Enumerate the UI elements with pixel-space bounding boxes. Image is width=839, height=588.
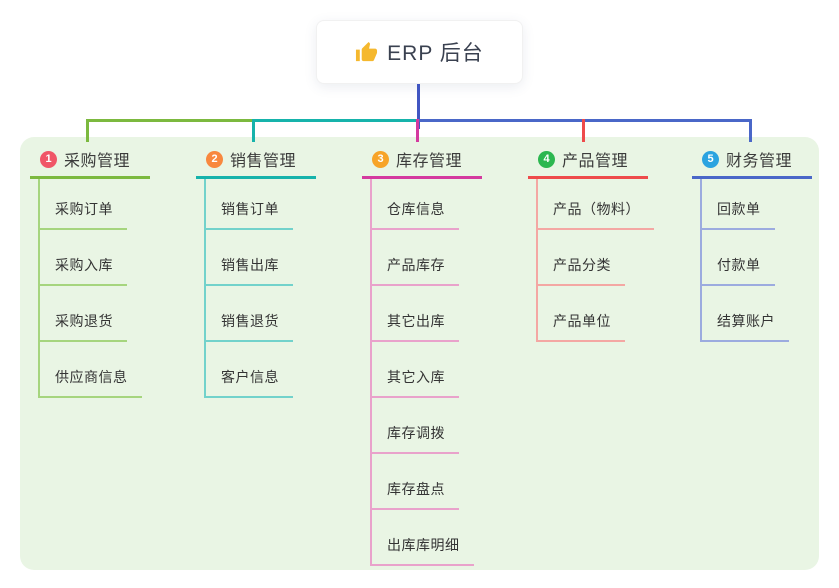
branch-number-badge: 1 — [40, 150, 57, 168]
branch-header-purchase[interactable]: 1 采购管理 — [30, 146, 130, 172]
branch-spine — [370, 179, 372, 565]
branch-title: 产品管理 — [562, 153, 629, 170]
branch-spine — [38, 179, 40, 397]
branch-spine — [700, 179, 702, 341]
child-node-purchase-inbound[interactable]: 采购入库 — [38, 255, 127, 286]
branch-title: 采购管理 — [64, 153, 131, 170]
branch-title: 财务管理 — [726, 153, 793, 170]
branch-header-product[interactable]: 4 产品管理 — [528, 146, 628, 172]
branch-spine — [536, 179, 538, 341]
connector-horizontal-green — [86, 119, 254, 122]
branch-number-badge: 5 — [702, 150, 719, 168]
root-node-label: ERP 后台 — [387, 42, 484, 65]
child-node-outbound-detail[interactable]: 出库库明细 — [370, 535, 474, 566]
connector-drop-finance — [749, 119, 752, 142]
child-node-receipt-bill[interactable]: 回款单 — [700, 199, 775, 230]
child-node-product-material[interactable]: 产品（物料） — [536, 199, 654, 230]
branch-number-badge: 4 — [538, 150, 555, 168]
child-node-customer-info[interactable]: 客户信息 — [204, 367, 293, 398]
branches-panel — [20, 137, 819, 570]
child-node-other-inbound[interactable]: 其它入库 — [370, 367, 459, 398]
connector-drop-product — [582, 119, 585, 142]
branch-underline — [362, 176, 482, 179]
connector-drop-sales — [252, 119, 255, 142]
child-node-stock-taking[interactable]: 库存盘点 — [370, 479, 459, 510]
connector-drop-purchase — [86, 119, 89, 142]
branch-underline — [692, 176, 812, 179]
child-node-product-stock[interactable]: 产品库存 — [370, 255, 459, 286]
connector-horizontal-teal — [254, 119, 418, 122]
connector-horizontal-blue — [418, 119, 752, 122]
child-node-sales-order[interactable]: 销售订单 — [204, 199, 293, 230]
branch-header-finance[interactable]: 5 财务管理 — [692, 146, 792, 172]
root-node[interactable]: ERP 后台 — [316, 20, 523, 84]
branch-number-badge: 3 — [372, 150, 389, 168]
branch-number-badge: 2 — [206, 150, 223, 168]
child-node-purchase-return[interactable]: 采购退货 — [38, 311, 127, 342]
child-node-settlement-account[interactable]: 结算账户 — [700, 311, 789, 342]
branch-header-inventory[interactable]: 3 库存管理 — [362, 146, 462, 172]
branch-spine — [204, 179, 206, 397]
child-node-sales-outbound[interactable]: 销售出库 — [204, 255, 293, 286]
branch-title: 销售管理 — [230, 153, 297, 170]
child-node-other-outbound[interactable]: 其它出库 — [370, 311, 459, 342]
connector-drop-inventory — [416, 119, 419, 142]
child-node-product-unit[interactable]: 产品单位 — [536, 311, 625, 342]
child-node-payment-bill[interactable]: 付款单 — [700, 255, 775, 286]
branch-underline — [528, 176, 648, 179]
branch-underline — [30, 176, 150, 179]
branch-underline — [196, 176, 316, 179]
branch-header-sales[interactable]: 2 销售管理 — [196, 146, 296, 172]
root-connector-line — [417, 84, 420, 129]
thumbs-up-icon — [356, 41, 378, 61]
child-node-purchase-order[interactable]: 采购订单 — [38, 199, 127, 230]
child-node-warehouse-info[interactable]: 仓库信息 — [370, 199, 459, 230]
branch-title: 库存管理 — [396, 153, 463, 170]
child-node-supplier-info[interactable]: 供应商信息 — [38, 367, 142, 398]
child-node-sales-return[interactable]: 销售退货 — [204, 311, 293, 342]
child-node-product-category[interactable]: 产品分类 — [536, 255, 625, 286]
child-node-stock-transfer[interactable]: 库存调拨 — [370, 423, 459, 454]
